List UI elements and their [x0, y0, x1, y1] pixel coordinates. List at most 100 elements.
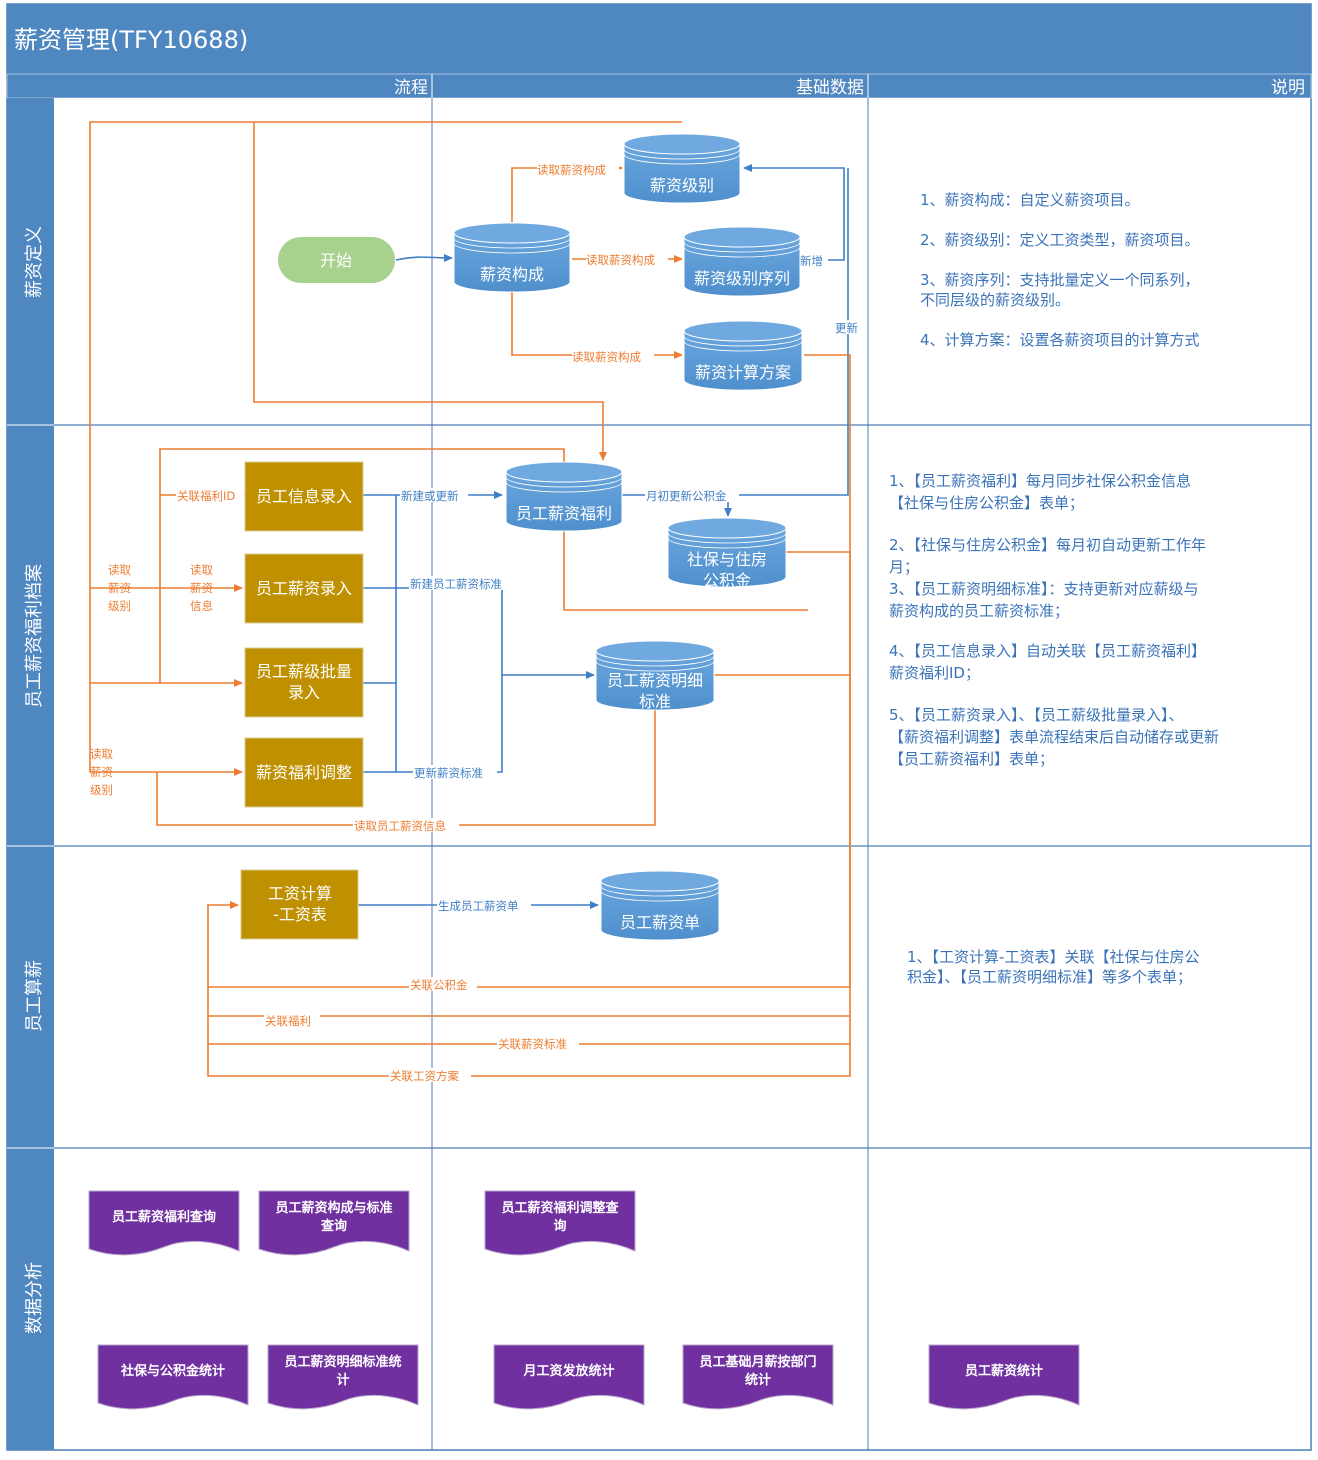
label-link-salary-standard: 关联薪资标准: [498, 1037, 567, 1051]
employee-payslip-label: 员工薪资单: [620, 913, 700, 932]
label-read-salary-info-a: 读取: [190, 563, 213, 577]
label-update: 更新: [835, 321, 858, 335]
label-read-grade-1-c: 级别: [108, 599, 131, 613]
employee-grade-batch-label-1: 员工薪级批量: [256, 662, 352, 681]
label-new-salary-standard: 新建员工薪资标准: [410, 577, 502, 591]
payroll-calc-label-1: 工资计算: [268, 884, 332, 903]
employee-salary-welfare-label: 员工薪资福利: [516, 504, 612, 523]
payroll-calc-label-2: -工资表: [273, 905, 327, 924]
report-label-2: 查询: [320, 1218, 347, 1234]
column-header-base-data: 基础数据: [796, 78, 864, 98]
column-header-notes: 说明: [1271, 78, 1305, 98]
report-welfare-adjust-query[interactable]: 员工薪资福利调整查 询: [484, 1190, 636, 1256]
lane-label-employee-archive: 员工薪资福利档案: [24, 564, 45, 708]
salary-composition-db[interactable]: 薪资构成: [453, 222, 571, 293]
employee-grade-batch-process[interactable]: 员工薪级批量 录入: [244, 647, 364, 718]
label-generate-payslip: 生成员工薪资单: [438, 899, 519, 913]
employee-salary-entry-process[interactable]: 员工薪资录入: [244, 553, 364, 624]
label-read-composition-1: 读取薪资构成: [537, 163, 606, 177]
label-read-employee-salary-info: 读取员工薪资信息: [354, 819, 446, 833]
employee-info-entry-label: 员工信息录入: [256, 487, 352, 506]
report-label-1: 员工薪资构成与标准: [275, 1200, 392, 1216]
note-lane2: 1、【员工薪资福利】每月同步社保公积金信息: [889, 472, 1191, 490]
label-read-grade-2-c: 级别: [90, 783, 113, 797]
column-header-flow: 流程: [394, 78, 428, 98]
salary-grade-db[interactable]: 薪资级别: [623, 133, 741, 204]
report-label: 社保与公积金统计: [120, 1363, 225, 1379]
report-employee-salary-stats[interactable]: 员工薪资统计: [928, 1344, 1080, 1410]
report-label: 月工资发放统计: [522, 1363, 614, 1379]
report-salary-detail-stats[interactable]: 员工薪资明细标准统 计: [267, 1344, 419, 1410]
employee-salary-detail-db[interactable]: 员工薪资明细 标准: [595, 640, 715, 711]
label-read-salary-info-b: 薪资: [190, 581, 213, 595]
note-lane3: 1、【工资计算-工资表】关联【社保与住房公: [907, 948, 1199, 966]
report-monthly-payout-stats[interactable]: 月工资发放统计: [493, 1344, 645, 1410]
employee-salary-welfare-db[interactable]: 员工薪资福利: [505, 461, 623, 532]
report-label: 员工薪资福利查询: [112, 1209, 216, 1225]
note-lane2: 5、【员工薪资录入】、【员工薪级批量录入】、: [889, 706, 1184, 724]
label-link-fund: 关联公积金: [410, 978, 468, 992]
note-lane2: 薪资构成的员工薪资标准；: [889, 602, 1069, 620]
column-header-bar: [6, 73, 1312, 99]
edge-link-salary-plan: [207, 354, 851, 1077]
salary-grade-series-label: 薪资级别序列: [694, 269, 790, 288]
note-lane1: 不同层级的薪资级别。: [920, 291, 1070, 309]
report-label-2: 询: [553, 1218, 566, 1234]
social-security-fund-db[interactable]: 社保与住房 公积金: [667, 517, 787, 590]
label-read-grade-1-b: 薪资: [108, 581, 131, 595]
salary-welfare-adjust-process[interactable]: 薪资福利调整: [244, 737, 364, 808]
report-label: 员工薪资统计: [965, 1363, 1043, 1379]
note-lane1: 4、计算方案：设置各薪资项目的计算方式: [920, 331, 1200, 349]
note-lane1: 2、薪资级别：定义工资类型，薪资项目。: [920, 231, 1200, 249]
start-node[interactable]: 开始: [278, 237, 395, 283]
lane-label-data-analysis: 数据分析: [24, 1262, 45, 1334]
label-read-grade-2-b: 薪资: [90, 765, 113, 779]
label-read-salary-info-c: 信息: [190, 599, 213, 613]
edge-welfare-to-fund-link: [563, 528, 808, 611]
diagram-title: 薪资管理(TFY10688): [14, 26, 248, 54]
label-link-welfare-id: 关联福利ID: [177, 489, 235, 503]
employee-info-entry-process[interactable]: 员工信息录入: [244, 461, 364, 532]
note-lane2: 【员工薪资福利】表单；: [889, 750, 1054, 768]
salary-composition-label: 薪资构成: [480, 265, 544, 284]
report-base-salary-by-dept[interactable]: 员工基础月薪按部门 统计: [682, 1344, 834, 1410]
label-read-composition-3: 读取薪资构成: [572, 350, 641, 364]
note-lane2: 3、【员工薪资明细标准】：支持更新对应薪级与: [889, 580, 1199, 598]
salary-calc-plan-label: 薪资计算方案: [695, 363, 791, 382]
report-social-fund-stats[interactable]: 社保与公积金统计: [97, 1344, 249, 1410]
report-composition-standard-query[interactable]: 员工薪资构成与标准 查询: [258, 1190, 410, 1256]
edge-welfare-read-loop: [159, 448, 565, 683]
employee-salary-detail-label-1: 员工薪资明细: [607, 671, 703, 690]
note-lane2: 2、【社保与住房公积金】每月初自动更新工作年: [889, 536, 1206, 554]
salary-calc-plan-db[interactable]: 薪资计算方案: [683, 320, 803, 391]
employee-grade-batch-label-2: 录入: [288, 683, 320, 702]
report-label-1: 员工薪资明细标准统: [284, 1354, 401, 1370]
salary-welfare-adjust-label: 薪资福利调整: [256, 763, 352, 782]
label-update-salary-standard: 更新薪资标准: [414, 766, 483, 780]
employee-payslip-db[interactable]: 员工薪资单: [600, 870, 720, 941]
employee-salary-detail-label-2: 标准: [639, 692, 671, 711]
social-security-fund-label-2: 公积金: [703, 571, 751, 590]
report-label-1: 员工薪资福利调整查: [501, 1200, 619, 1216]
report-label-2: 计: [336, 1372, 349, 1388]
salary-grade-series-db[interactable]: 薪资级别序列: [683, 226, 801, 297]
edge-read-grade-to-adjust: [89, 683, 243, 776]
report-label-2: 统计: [745, 1372, 771, 1388]
note-lane2: 【薪资福利调整】表单流程结束后自动储存或更新: [889, 728, 1219, 746]
label-read-composition-2: 读取薪资构成: [586, 253, 655, 267]
lane-label-column: [7, 98, 54, 1450]
note-lane2: 4、【员工信息录入】自动关联【员工薪资福利】: [889, 642, 1206, 660]
label-read-grade-1-a: 读取: [108, 563, 131, 577]
edge-grade-to-welfare: [253, 122, 607, 461]
note-lane1: 1、薪资构成：自定义薪资项目。: [920, 191, 1140, 209]
edge-grade-to-batch: [89, 121, 682, 687]
label-link-welfare: 关联福利: [265, 1014, 311, 1028]
report-employee-welfare-query[interactable]: 员工薪资福利查询: [88, 1190, 240, 1256]
lane-label-salary-definition: 薪资定义: [24, 226, 45, 298]
note-lane2: 月；: [889, 558, 919, 576]
start-label: 开始: [320, 251, 352, 270]
report-label-1: 员工基础月薪按部门: [699, 1354, 816, 1370]
payroll-calc-process[interactable]: 工资计算 -工资表: [240, 869, 359, 940]
note-lane1: 3、薪资序列：支持批量定义一个同系列，: [920, 271, 1200, 289]
